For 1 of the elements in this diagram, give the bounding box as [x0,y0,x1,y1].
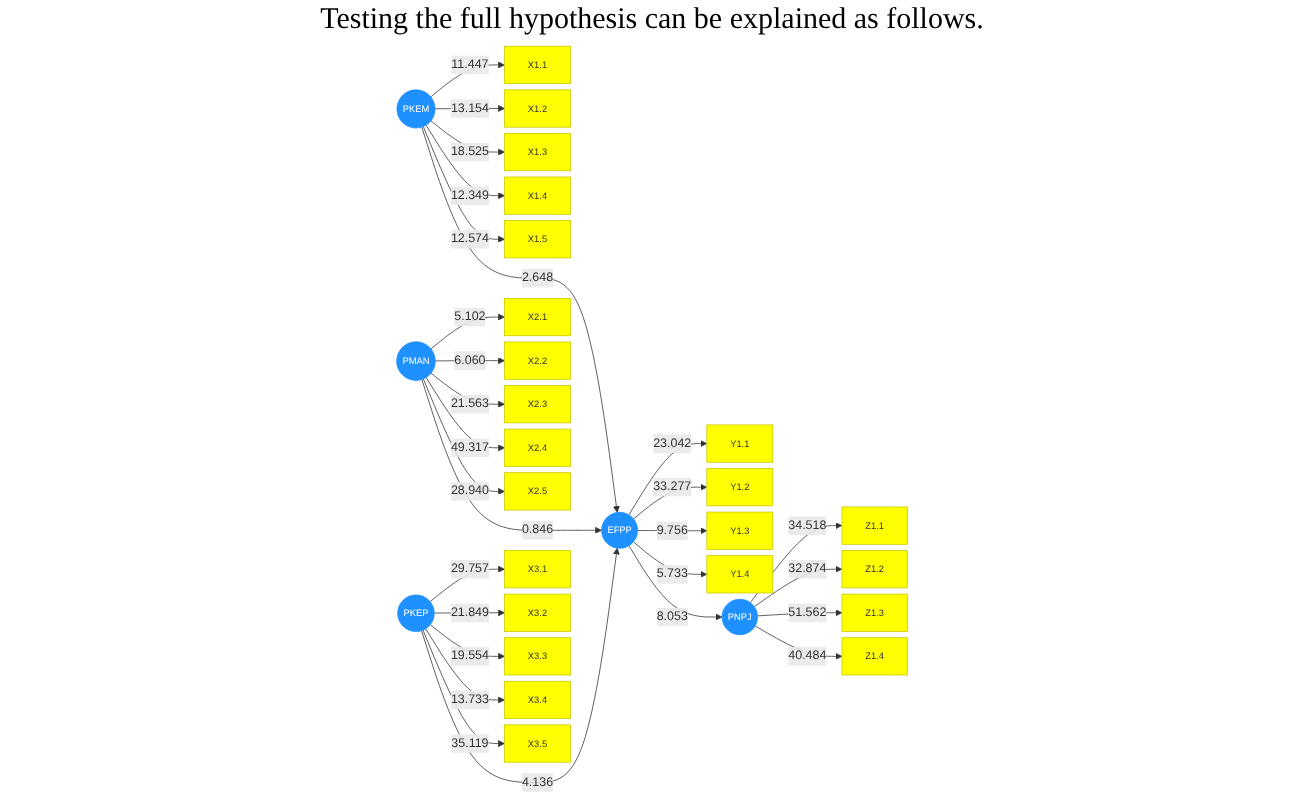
title: Testing the full hypothesis can be explained as follows. [318,2,986,40]
